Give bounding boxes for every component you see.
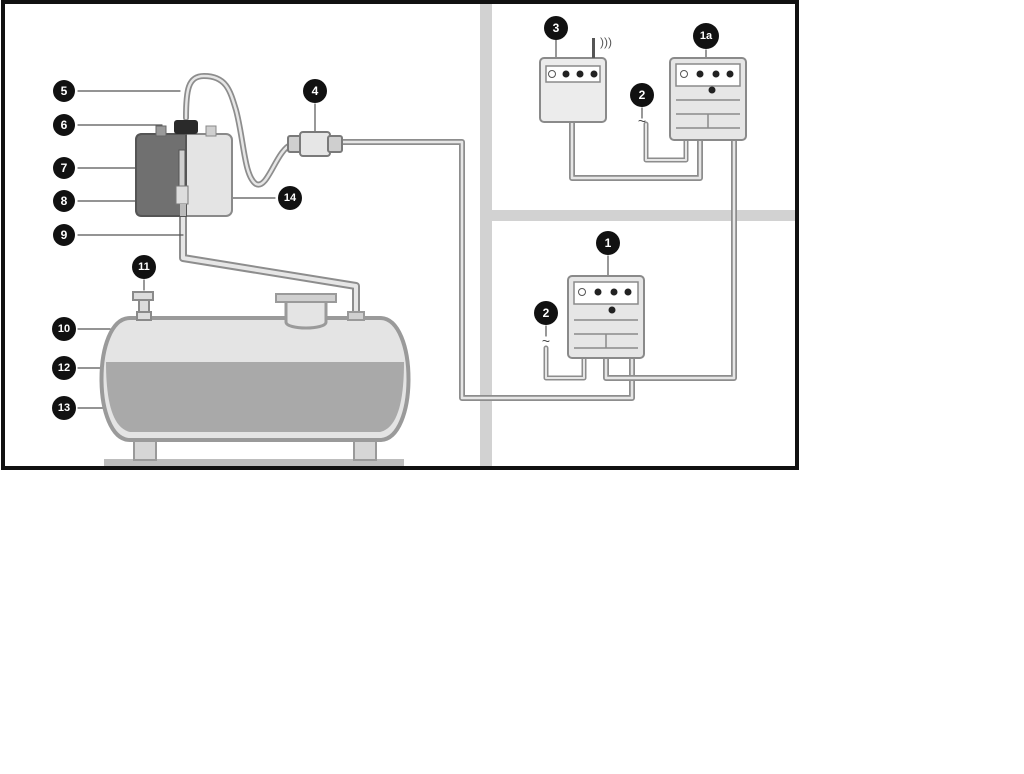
wireless-signal-icon: ))): [600, 35, 612, 49]
callout-7: 7: [53, 157, 75, 179]
callout-12: 12: [52, 356, 76, 380]
callout-10-label: 10: [58, 323, 70, 335]
pipe-connector: [287, 131, 343, 157]
callout-4: 4: [303, 79, 327, 103]
callout-6-label: 6: [61, 118, 68, 132]
tank-liquid: [106, 362, 404, 432]
callout-1-label: 1: [605, 236, 612, 250]
callout-5: 5: [53, 80, 75, 102]
callout-10: 10: [52, 317, 76, 341]
callout-9-label: 9: [61, 228, 68, 242]
callout-14-label: 14: [284, 192, 297, 204]
wireless-transmitter: [539, 38, 607, 123]
callout-2-lower-label: 2: [543, 306, 550, 320]
building-walls: [480, 4, 795, 466]
callout-5-label: 5: [61, 84, 68, 98]
callout-2-upper-label: 2: [639, 88, 646, 102]
callout-11-label: 11: [138, 261, 150, 273]
callout-2-lower: 2: [534, 301, 558, 325]
callout-9: 9: [53, 224, 75, 246]
controller-1: [567, 275, 645, 359]
piping: [77, 39, 737, 409]
controller-1a: [669, 57, 747, 141]
callout-13-label: 13: [58, 402, 70, 414]
callout-3: 3: [544, 16, 568, 40]
callout-8: 8: [53, 190, 75, 212]
ac-symbol-lower: ~: [542, 333, 550, 349]
callout-3-label: 3: [553, 21, 560, 35]
callout-1a-label: 1a: [700, 30, 713, 42]
callout-6: 6: [53, 114, 75, 136]
callout-7-label: 7: [61, 161, 68, 175]
callout-11: 11: [132, 255, 156, 279]
filler-cap: [174, 120, 198, 134]
callout-1: 1: [596, 231, 620, 255]
level-sensor-housing: [135, 120, 233, 217]
callout-14: 14: [278, 186, 302, 210]
callout-13: 13: [52, 396, 76, 420]
callout-1a: 1a: [693, 23, 719, 49]
callout-8-label: 8: [61, 194, 68, 208]
tank-manhole: [284, 298, 328, 330]
storage-tank: [99, 291, 411, 461]
callout-4-label: 4: [312, 84, 319, 98]
ground-line: [104, 459, 404, 466]
ac-symbol-upper: ~: [638, 113, 646, 129]
callout-2-upper: 2: [630, 83, 654, 107]
callout-12-label: 12: [58, 362, 70, 374]
vent-valve: [132, 291, 154, 321]
